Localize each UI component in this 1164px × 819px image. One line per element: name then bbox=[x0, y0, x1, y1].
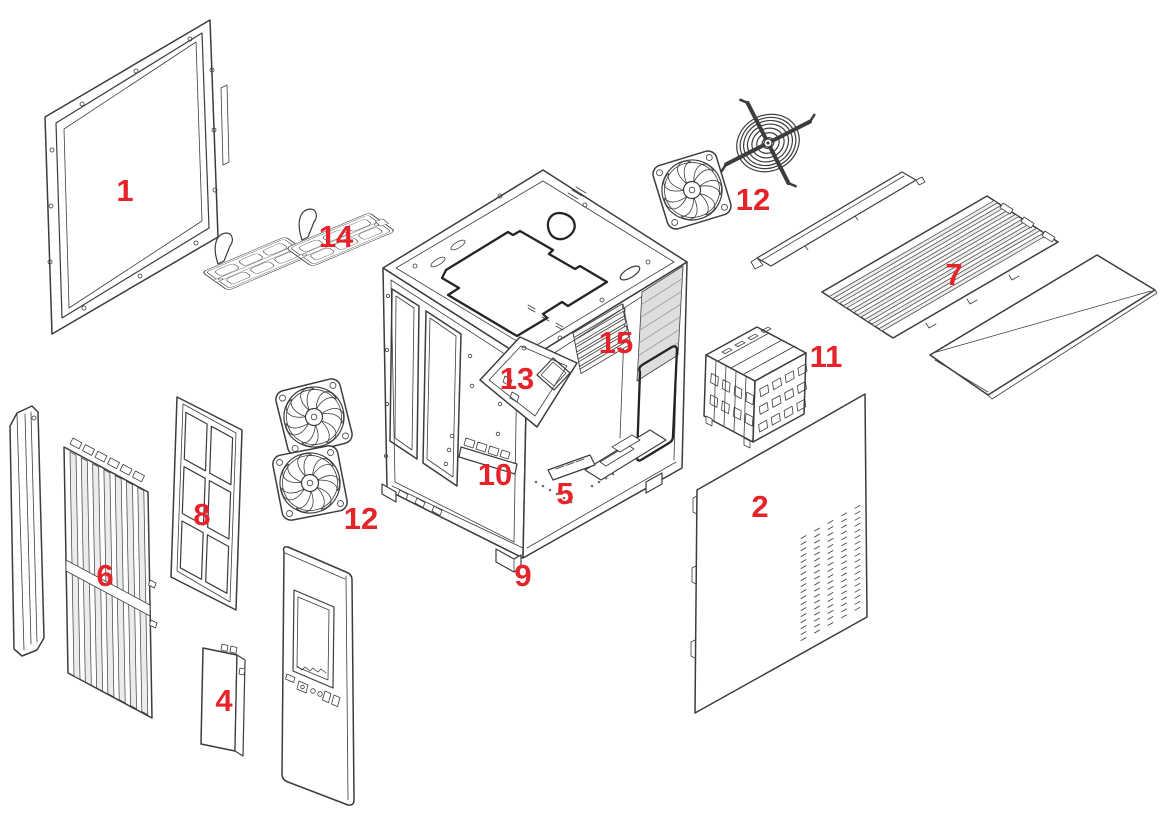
top-vent-panel bbox=[821, 195, 1059, 339]
psu-bracket bbox=[584, 429, 667, 481]
callout-5: 5 bbox=[556, 476, 573, 511]
top-trim-strip bbox=[750, 171, 926, 270]
callout-11: 11 bbox=[810, 339, 843, 374]
front-io-module bbox=[443, 433, 518, 475]
steel-side-panel bbox=[690, 393, 868, 714]
bottom-mounting-bracket bbox=[534, 454, 615, 504]
power-button-icon bbox=[296, 680, 309, 694]
tray-handle-hook bbox=[214, 232, 233, 265]
audio-jack-icon bbox=[310, 688, 316, 694]
front-corner-trim bbox=[9, 405, 45, 657]
usb-port-icon bbox=[331, 694, 341, 707]
callout-7: 7 bbox=[945, 257, 962, 292]
ssd-tray-a bbox=[203, 232, 310, 290]
front-louver-panel bbox=[63, 437, 158, 719]
mic-jack-icon bbox=[317, 691, 323, 697]
front-filter-frame bbox=[170, 396, 243, 611]
usb-port-icon bbox=[322, 690, 332, 703]
callout-12-rear: 12 bbox=[736, 182, 770, 217]
callout-labels: 1 14 12 7 11 15 13 2 10 5 12 8 6 9 4 bbox=[96, 173, 962, 718]
front-bezel bbox=[281, 546, 355, 806]
tempered-glass-side-panel bbox=[44, 19, 230, 335]
case-foot-left bbox=[381, 483, 397, 503]
callout-8: 8 bbox=[193, 497, 210, 532]
rear-cooling-fan bbox=[649, 147, 735, 232]
top-cover bbox=[929, 254, 1158, 400]
chassis-frame bbox=[381, 169, 688, 573]
hdd-drive-cage bbox=[703, 326, 808, 449]
front-cooling-fans bbox=[270, 375, 355, 523]
callout-6: 6 bbox=[96, 558, 113, 593]
ssd-tray-b bbox=[287, 208, 394, 266]
io-cover-plate bbox=[200, 643, 246, 757]
front-fan-window bbox=[479, 336, 578, 428]
bezel-window bbox=[292, 589, 335, 689]
callout-2: 2 bbox=[751, 489, 768, 524]
case-foot-right bbox=[645, 472, 663, 494]
tray-handle-hook bbox=[298, 208, 317, 241]
callout-1: 1 bbox=[116, 173, 133, 208]
callout-9: 9 bbox=[514, 558, 531, 593]
callout-14: 14 bbox=[319, 219, 354, 254]
usb-port-icon bbox=[285, 673, 296, 683]
callout-13: 13 bbox=[500, 361, 534, 396]
rear-vent-mesh bbox=[636, 265, 684, 382]
panel-screws bbox=[47, 36, 218, 311]
bezel-io-icons bbox=[285, 673, 341, 707]
callout-4: 4 bbox=[215, 683, 233, 718]
callout-15: 15 bbox=[599, 325, 633, 360]
panel-handle-rail bbox=[220, 84, 230, 166]
case-feet bbox=[381, 472, 663, 573]
tray-cable-cutout bbox=[635, 345, 679, 462]
expansion-slot-covers bbox=[572, 303, 631, 375]
callout-10: 10 bbox=[478, 457, 512, 492]
callout-12-front: 12 bbox=[344, 501, 378, 536]
fan-grill bbox=[720, 98, 816, 188]
